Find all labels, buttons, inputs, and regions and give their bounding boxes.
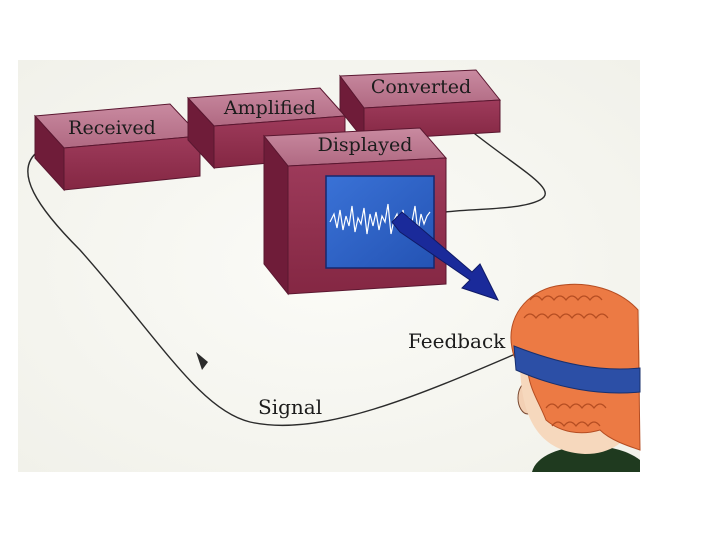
displayed-label: Displayed bbox=[318, 134, 413, 156]
waveform-trace bbox=[329, 203, 431, 235]
amplified-label: Amplified bbox=[223, 97, 316, 119]
signal-arrowhead bbox=[196, 352, 208, 370]
hair-curls bbox=[523, 295, 609, 427]
feedback-label: Feedback bbox=[408, 329, 506, 353]
headband bbox=[513, 345, 641, 394]
converted-label: Converted bbox=[371, 76, 471, 98]
received-box: Received bbox=[33, 103, 202, 192]
converter-display-wire bbox=[444, 129, 546, 213]
monitor-screen bbox=[325, 175, 435, 269]
signal-label: Signal bbox=[258, 395, 322, 419]
displayed-box: Displayed bbox=[263, 127, 448, 296]
received-label: Received bbox=[68, 117, 156, 139]
person-head bbox=[510, 283, 641, 472]
collar bbox=[532, 446, 640, 472]
feedback-arrow bbox=[391, 211, 499, 301]
signal-wire bbox=[27, 149, 521, 427]
